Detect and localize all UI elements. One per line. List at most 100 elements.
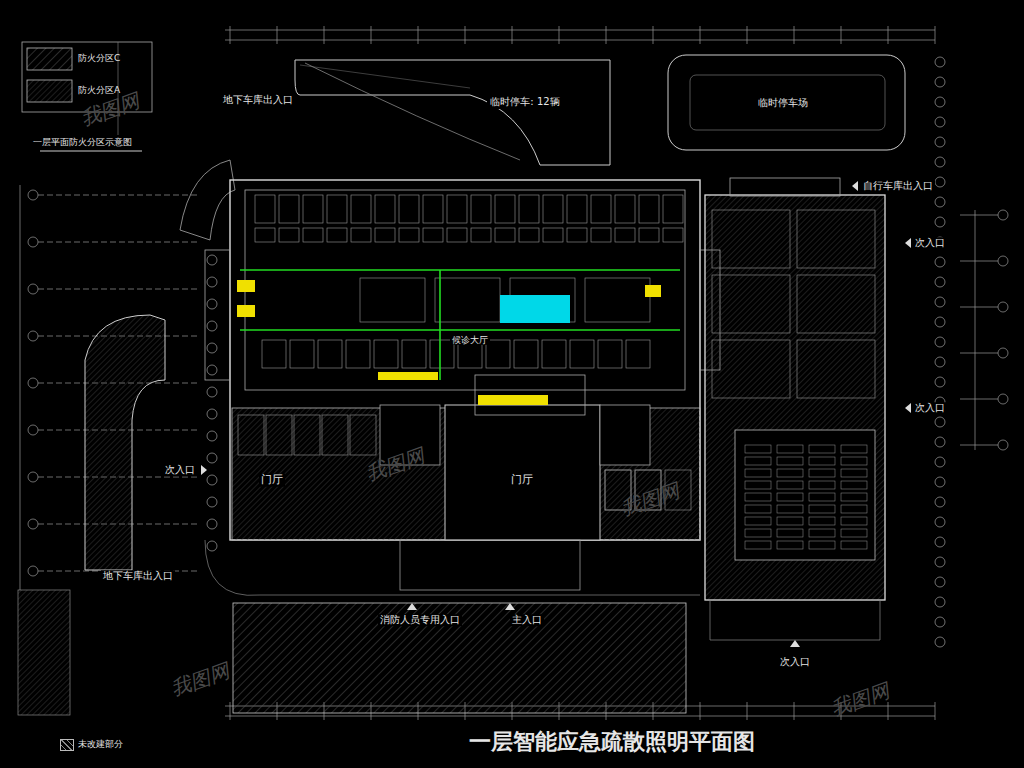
seat-row — [841, 493, 867, 501]
room — [797, 210, 875, 268]
dimension-tick — [747, 26, 748, 44]
tree — [207, 321, 217, 331]
seat-row — [841, 445, 867, 453]
grid-line — [960, 261, 998, 262]
tree — [207, 541, 217, 551]
room — [399, 195, 419, 223]
parking-label: 临时停车: 12辆 — [487, 95, 562, 109]
seat-row — [745, 505, 771, 513]
tree — [935, 637, 945, 647]
dimension-tick — [888, 702, 889, 720]
room — [322, 415, 348, 455]
plan-label: 地下车库出入口 — [101, 570, 175, 582]
plan-label: 自行车库出入口 — [861, 180, 935, 192]
tree — [935, 477, 945, 487]
dimension-tick — [277, 26, 278, 44]
room — [402, 340, 426, 368]
tree — [935, 537, 945, 547]
room — [346, 340, 370, 368]
dimension-tick — [606, 26, 607, 44]
seat-row — [745, 517, 771, 525]
legend-swatch — [60, 739, 74, 751]
tree — [935, 497, 945, 507]
room — [712, 210, 790, 268]
dimension-tick — [935, 26, 936, 44]
room — [519, 228, 539, 242]
room — [797, 275, 875, 333]
plan-label: 候诊大厅 — [450, 335, 490, 345]
seat-row — [777, 481, 803, 489]
room — [591, 228, 611, 242]
room — [351, 195, 371, 223]
room — [712, 275, 790, 333]
seat-row — [841, 505, 867, 513]
room — [290, 340, 314, 368]
grid-line — [960, 215, 998, 216]
seat-row — [809, 481, 835, 489]
seat-row — [841, 541, 867, 549]
seat-row — [809, 493, 835, 501]
plan-label: 消防人员专用入口 — [378, 614, 462, 626]
room — [238, 415, 264, 455]
plan-label: 次入口 — [163, 464, 197, 476]
tree — [207, 387, 217, 397]
grid-axis — [998, 394, 1008, 404]
room — [279, 228, 299, 242]
tree — [935, 277, 945, 287]
room — [797, 340, 875, 398]
grid-axis — [998, 302, 1008, 312]
legend-row: 防火分区A — [78, 84, 120, 97]
room — [350, 415, 376, 455]
parking-label: 临时停车场 — [755, 96, 811, 110]
grid-line — [960, 399, 998, 400]
grid-axis — [28, 378, 38, 388]
dimension-tick — [371, 26, 372, 44]
tree — [207, 365, 217, 375]
tree — [935, 377, 945, 387]
room — [615, 228, 635, 242]
plan-title: 一层智能应急疏散照明平面图 — [467, 729, 757, 754]
legend-text: 防火分区C — [78, 52, 120, 65]
room — [585, 278, 650, 322]
legend-text: 防火分区A — [78, 84, 120, 97]
grid-line — [960, 353, 998, 354]
dimension-tick — [559, 26, 560, 44]
seat-row — [777, 505, 803, 513]
plan-label: 次入口 — [778, 656, 812, 668]
tree — [935, 517, 945, 527]
grid-axis — [998, 440, 1008, 450]
room — [626, 340, 650, 368]
dimension-tick — [700, 702, 701, 720]
parking-area: 临时停车场 — [718, 88, 848, 118]
dimension-tick — [841, 26, 842, 44]
seat-row — [745, 469, 771, 477]
tree — [935, 157, 945, 167]
grid-axis — [998, 210, 1008, 220]
tree — [207, 453, 217, 463]
room — [374, 340, 398, 368]
room — [435, 278, 500, 322]
grid-axis — [28, 237, 38, 247]
tree — [935, 297, 945, 307]
tree — [935, 317, 945, 327]
tree — [935, 437, 945, 447]
dimension-tick — [324, 26, 325, 44]
room — [712, 340, 790, 398]
dimension-tick — [230, 702, 231, 720]
seat-row — [841, 517, 867, 525]
plan-label: 门厅 — [509, 474, 535, 487]
legend-row: 防火分区C — [78, 52, 120, 65]
tree — [935, 57, 945, 67]
dimension-tick — [794, 702, 795, 720]
tree — [207, 409, 217, 419]
dimension-tick — [512, 26, 513, 44]
room — [360, 278, 425, 322]
dimension-tick — [794, 26, 795, 44]
tree — [935, 77, 945, 87]
seat-row — [809, 517, 835, 525]
tree — [207, 299, 217, 309]
room — [570, 340, 594, 368]
grid-axis — [28, 331, 38, 341]
room — [327, 195, 347, 223]
grid-axis — [28, 284, 38, 294]
